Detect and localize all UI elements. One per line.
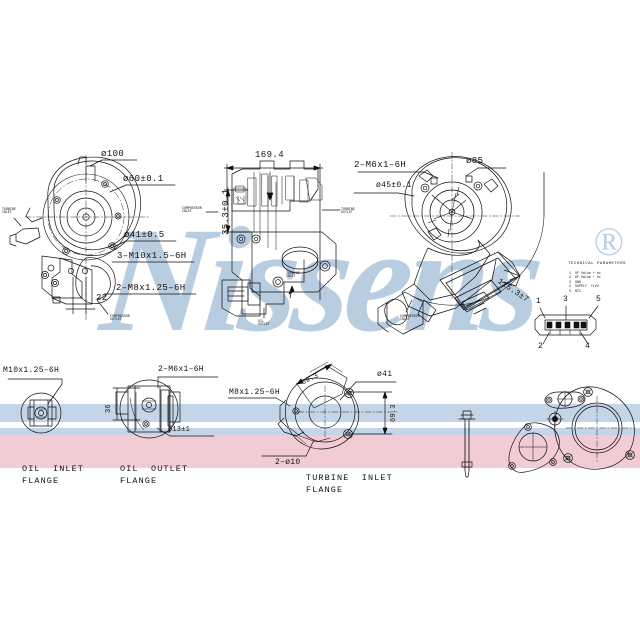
dim-left-thread-m8: 2–M8x1.25–6H: [116, 283, 186, 293]
connector-pin-2: 2: [538, 342, 544, 351]
callout-right-compressor-inlet: COMPRESSOR INLET: [400, 314, 420, 322]
detail-turbine-inlet-group: [227, 361, 399, 457]
dim-left-d41: ø41±0.5: [124, 230, 165, 240]
dim-right-thread-m6: 2–M6x1–6H: [354, 160, 407, 170]
label-oil-inlet-thread: M10x1.25–6H: [3, 366, 60, 375]
label-turbine-inlet-bore: ø41: [377, 370, 393, 379]
tech-table: 1 OF Value + hc 2 OF Value − hc 3 GND 4 …: [569, 271, 601, 293]
callout-left-turbine-inlet: TURBINE INLET: [2, 207, 16, 215]
callout-left-compressor-outlet: COMPRESSOR OUTLET: [110, 314, 130, 322]
caption-oil-outlet-flange: OIL OUTLET FLANGE: [120, 464, 189, 487]
callout-center-compressor-inlet: COMPRESSOR INLET: [182, 206, 202, 214]
label-oil-outlet-width: 36: [105, 404, 113, 413]
tech-table-title: TECHNICAL PARAMETERS: [568, 262, 627, 266]
caption-turbine-inlet-flange: TURBINE INLET FLANGE: [306, 473, 393, 496]
connector-group: [534, 305, 599, 345]
dim-center-length: 169.4: [255, 150, 285, 160]
callout-center-turbine-inlet: TURBINE INLET: [286, 271, 300, 279]
label-turbine-inlet-vert: 69.3: [390, 404, 398, 422]
left-view-group: [9, 154, 197, 321]
tech-row-no: 3: [569, 279, 571, 284]
label-oil-outlet-thread: 2–M6x1–6H: [158, 365, 204, 374]
tech-row-no: 4: [569, 284, 571, 289]
dim-right-d85: ø85: [466, 156, 484, 166]
dim-left-d60: ø60±0.1: [123, 174, 164, 184]
dim-left-d100: ø100: [101, 149, 125, 159]
dim-right-d45: ø45±0.1: [376, 181, 412, 190]
tech-row-text: SUPPLY +12V: [574, 284, 599, 289]
background-band-pink: [0, 435, 640, 468]
tech-row-no: 1: [569, 271, 571, 275]
callout-center-turbine-outlet: TURBINE OUTLET: [341, 207, 355, 215]
label-turbine-inlet-thread: M8x1.25–6H: [229, 388, 281, 397]
loose-parts-group: [458, 386, 635, 478]
dim-center-height: 35.3±0.1: [221, 188, 231, 235]
connector-pin-4: 4: [585, 342, 591, 351]
tech-row-no: 5: [569, 288, 571, 293]
tech-row-text: GND: [574, 279, 581, 284]
connector-pin-1: 1: [536, 297, 542, 306]
background-band-blue-lower: [0, 428, 640, 435]
detail-oil-inlet-group: [7, 378, 63, 434]
tech-row-text: OF Value + hc: [574, 271, 601, 275]
tech-row-text: NTC: [574, 288, 581, 293]
tech-row-text: OF Value − hc: [574, 275, 601, 280]
detail-oil-outlet-group: [112, 376, 219, 439]
label-turbine-inlet-holes: 2–ø10: [275, 458, 301, 467]
tech-row-no: 2: [569, 275, 571, 280]
dim-left-d22: 22: [96, 293, 108, 303]
right-view-group: [353, 151, 545, 335]
label-oil-outlet-bore: ø13±1: [168, 426, 191, 434]
connector-pin-3: 3: [563, 295, 569, 304]
center-view-group: [205, 160, 341, 319]
dim-left-thread-m10: 3–M10x1.5–6H: [117, 251, 187, 261]
caption-oil-inlet-flange: OIL INLET FLANGE: [22, 464, 85, 487]
callout-center-oil-outlet: OIL OUTLET: [258, 319, 270, 327]
connector-pin-5: 5: [596, 295, 602, 304]
